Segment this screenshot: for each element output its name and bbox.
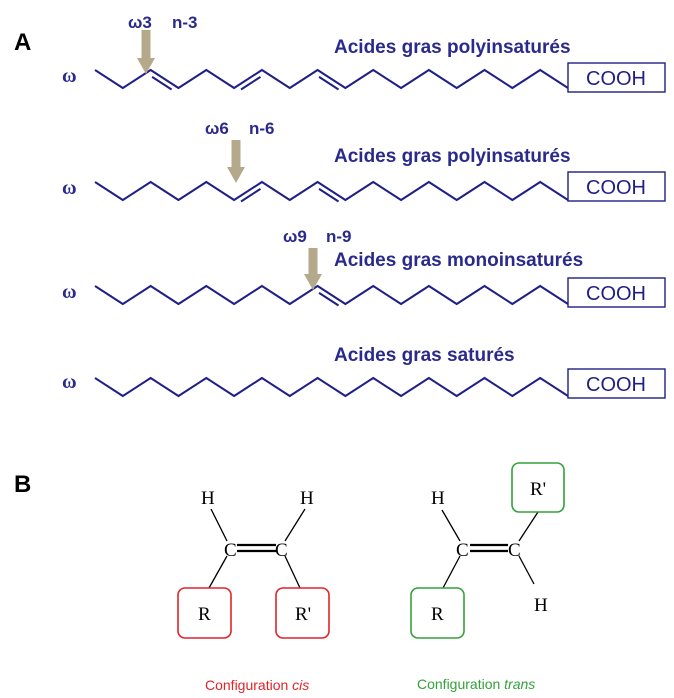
double-bond <box>151 76 173 91</box>
r-box <box>410 587 465 639</box>
r-prime-box <box>275 587 330 639</box>
panel-a-label: A <box>14 29 31 56</box>
panel-a: Acides gras polyinsaturés ω3 n-3 ω COOH … <box>62 13 666 399</box>
marker-omega: ω3 <box>128 13 152 32</box>
cooh-box <box>567 277 666 308</box>
cooh-label: COOH <box>586 374 646 396</box>
cis-atoms: H H C C R R' <box>198 488 314 625</box>
marker-n: n-3 <box>172 13 198 32</box>
bond-h-bottom <box>518 555 535 585</box>
carbon-chain <box>94 68 569 90</box>
bond-h-left <box>210 508 228 542</box>
panel-b-label: B <box>14 471 31 498</box>
position-arrow-icon <box>137 30 155 74</box>
atom-h: H <box>300 488 314 509</box>
caption-emphasis: trans <box>504 676 535 692</box>
atom-h: H <box>431 488 445 509</box>
marker-n: n-9 <box>326 227 352 246</box>
group-r-prime: R' <box>295 604 311 625</box>
atom-c: C <box>508 540 521 561</box>
atom-c: C <box>224 540 237 561</box>
double-bond <box>240 188 262 203</box>
atom-h: H <box>534 595 548 616</box>
cooh-label: COOH <box>586 177 646 199</box>
bond-r-left <box>442 555 461 589</box>
chain-title: Acides gras polyinsaturés <box>334 37 571 58</box>
trans-caption: Configuration trans <box>417 676 535 692</box>
group-r-prime: R' <box>530 479 546 500</box>
bond-r-prime <box>518 511 539 542</box>
fatty-acid-chain-saturated: Acides gras saturés ω COOH <box>62 345 666 399</box>
omega-symbol: ω <box>62 177 77 199</box>
atom-c: C <box>456 540 469 561</box>
r-prime-box <box>511 462 565 513</box>
group-r: R <box>431 604 444 625</box>
double-bond <box>318 292 340 307</box>
caption-text: Configuration <box>205 677 292 693</box>
cooh-label: COOH <box>586 68 646 90</box>
double-bond <box>318 188 340 203</box>
bond-r-left <box>208 555 228 589</box>
caption-text: Configuration <box>417 676 504 692</box>
fatty-acid-chain-omega9: Acides gras monoinsaturés ω9 n-9 ω COOH <box>62 227 666 308</box>
fatty-acid-chain-omega3: Acides gras polyinsaturés ω3 n-3 ω COOH <box>62 13 666 93</box>
chain-title: Acides gras polyinsaturés <box>334 146 571 167</box>
marker-n: n-6 <box>249 119 275 138</box>
carbon-chain <box>94 376 569 398</box>
omega-symbol: ω <box>62 65 77 87</box>
cooh-box <box>567 368 666 399</box>
bond-h-right <box>284 508 306 542</box>
position-arrow-icon <box>304 248 322 290</box>
double-bond <box>240 76 262 91</box>
cooh-label: COOH <box>586 283 646 305</box>
trans-atoms: H C C R' R H <box>431 479 548 625</box>
carbon-chain <box>94 284 569 306</box>
cis-configuration <box>177 508 330 639</box>
double-bond <box>318 76 340 91</box>
carbon-chain <box>94 180 569 202</box>
cooh-box <box>567 62 666 93</box>
fatty-acid-chain-omega6: Acides gras polyinsaturés ω6 n-6 ω COOH <box>62 119 666 203</box>
omega-symbol: ω <box>62 281 77 303</box>
atom-h: H <box>201 488 215 509</box>
marker-omega: ω9 <box>283 227 307 246</box>
bond-r-right <box>284 555 301 589</box>
cis-caption: Configuration cis <box>205 677 309 693</box>
group-r: R <box>198 604 211 625</box>
cooh-box <box>567 171 666 202</box>
chain-title: Acides gras monoinsaturés <box>334 250 583 271</box>
trans-configuration <box>410 462 565 639</box>
marker-omega: ω6 <box>205 119 229 138</box>
atom-c: C <box>275 540 288 561</box>
caption-emphasis: cis <box>292 677 309 693</box>
r-box <box>177 587 232 639</box>
position-arrow-icon <box>227 140 245 183</box>
omega-symbol: ω <box>62 371 77 393</box>
chain-title: Acides gras saturés <box>334 345 515 366</box>
bond-h-left <box>441 509 461 542</box>
